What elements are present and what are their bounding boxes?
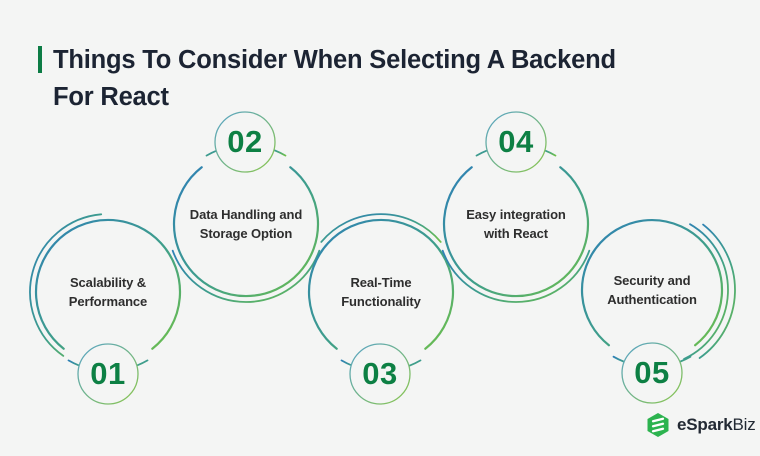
secondary-arc-4 — [441, 249, 591, 303]
step-label-2: Data Handling and Storage Option — [171, 205, 321, 243]
page-title-line2: For React — [53, 83, 169, 111]
secondary-arc-2 — [171, 249, 321, 303]
step-label-3-line2: Functionality — [341, 294, 421, 309]
number-circle-4 — [485, 111, 547, 173]
step-label-4: Easy integration with React — [441, 205, 591, 243]
number-circle-1 — [77, 343, 139, 405]
step-number-3: 03 — [362, 356, 398, 391]
main-ring-5 — [580, 218, 724, 347]
step-number-2: 02 — [227, 124, 263, 159]
secondary-arc-1 — [29, 213, 103, 357]
step-label-2-line2: Storage Option — [199, 226, 293, 241]
step-label-3: Real-Time Functionality — [306, 273, 456, 311]
step-label-1-line1: Scalability & — [69, 275, 146, 290]
main-ring-1 — [34, 218, 182, 350]
secondary-arc-5a — [683, 223, 729, 360]
page-title: Things To Consider When Selecting A Back… — [53, 42, 616, 116]
ring-item-4 — [441, 111, 591, 303]
step-label-4-line1: Easy integration — [466, 207, 566, 222]
ring-item-3 — [307, 213, 455, 405]
esparkbiz-logo: eSparkBiz — [646, 412, 756, 438]
step-label-2-line1: Data Handling and — [189, 207, 303, 222]
step-number-5: 05 — [634, 355, 670, 390]
logo-text-light: Biz — [732, 415, 756, 434]
step-label-3-line1: Real-Time — [350, 275, 412, 290]
step-label-5-line2: Authentication — [607, 292, 697, 307]
esparkbiz-logo-text: eSparkBiz — [677, 415, 756, 435]
secondary-arc-5b — [698, 223, 736, 359]
main-ring-2 — [172, 166, 320, 298]
number-circle-2 — [214, 111, 276, 173]
logo-text-bold: eSpark — [677, 415, 733, 434]
number-circle-5 — [621, 342, 683, 404]
title-block: Things To Consider When Selecting A Back… — [38, 42, 616, 116]
page-title-line1: Things To Consider When Selecting A Back… — [53, 46, 616, 74]
step-label-1: Scalability & Performance — [33, 273, 183, 311]
step-label-5-line1: Security and — [613, 273, 691, 288]
step-label-5: Security and Authentication — [577, 271, 727, 309]
esparkbiz-hexagon-icon — [647, 413, 669, 437]
ring-item-2 — [171, 111, 321, 303]
step-number-4: 04 — [498, 124, 534, 159]
main-ring-4 — [442, 166, 590, 298]
main-ring-3 — [307, 218, 455, 350]
secondary-arc-3 — [320, 213, 442, 243]
step-label-4-line2: with React — [483, 226, 548, 241]
ring-item-1 — [29, 213, 182, 405]
step-number-1: 01 — [90, 356, 126, 391]
step-label-1-line2: Performance — [68, 294, 148, 309]
ring-item-5 — [580, 218, 736, 404]
number-circle-3 — [349, 343, 411, 405]
title-accent-bar — [38, 46, 42, 73]
